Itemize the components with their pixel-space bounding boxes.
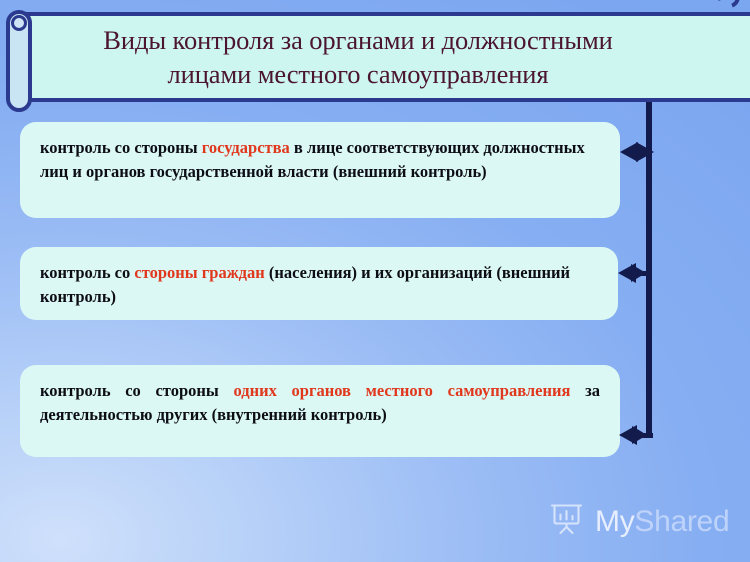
myshared-watermark: MyShared: [548, 500, 730, 543]
highlighted-phrase: одних органов местного самоуправления: [233, 381, 571, 400]
connector-spine: [646, 100, 652, 438]
body-phrase: за деятельностью других (внутренний конт…: [40, 381, 600, 425]
content-box-internal-control: контроль со стороны одних органов местно…: [20, 365, 620, 457]
body-phrase: (населения) и их организаций (внешний ко…: [40, 263, 571, 307]
content-box-citizen-control: контроль со стороны граждан (населения) …: [20, 247, 618, 320]
presentation-board-icon: [548, 500, 586, 543]
wordmark-shared: Shared: [634, 504, 730, 538]
content-box-state-control: контроль со стороны государства в лице с…: [20, 122, 620, 218]
arrow-head-right: [632, 426, 647, 444]
body-phrase: контроль со: [40, 263, 135, 282]
page-title: Виды контроля за органами и должностными…: [103, 24, 613, 89]
myshared-wordmark: MyShared: [595, 504, 730, 539]
content-box-text: контроль со стороны граждан (населения) …: [40, 261, 598, 310]
body-phrase: контроль со стороны: [40, 381, 234, 400]
body-phrase: в лице соответствующих должностных лиц и…: [40, 138, 585, 182]
body-phrase: контроль со стороны: [40, 138, 202, 157]
arrow-head-right: [636, 142, 654, 162]
scroll-curl-right-icon: [714, 0, 744, 12]
wordmark-my: My: [595, 504, 635, 538]
scroll-curl-left-icon: [11, 15, 27, 31]
arrow-head-left: [620, 142, 638, 162]
slide-title-banner: Виды контроля за органами и должностными…: [6, 10, 750, 112]
highlighted-phrase: государства: [201, 138, 290, 157]
content-box-text: контроль со стороны государства в лице с…: [40, 136, 600, 185]
arrow-head-right: [631, 264, 646, 282]
content-box-text: контроль со стороны одних органов местно…: [40, 379, 600, 428]
highlighted-phrase: стороны граждан: [134, 263, 265, 282]
